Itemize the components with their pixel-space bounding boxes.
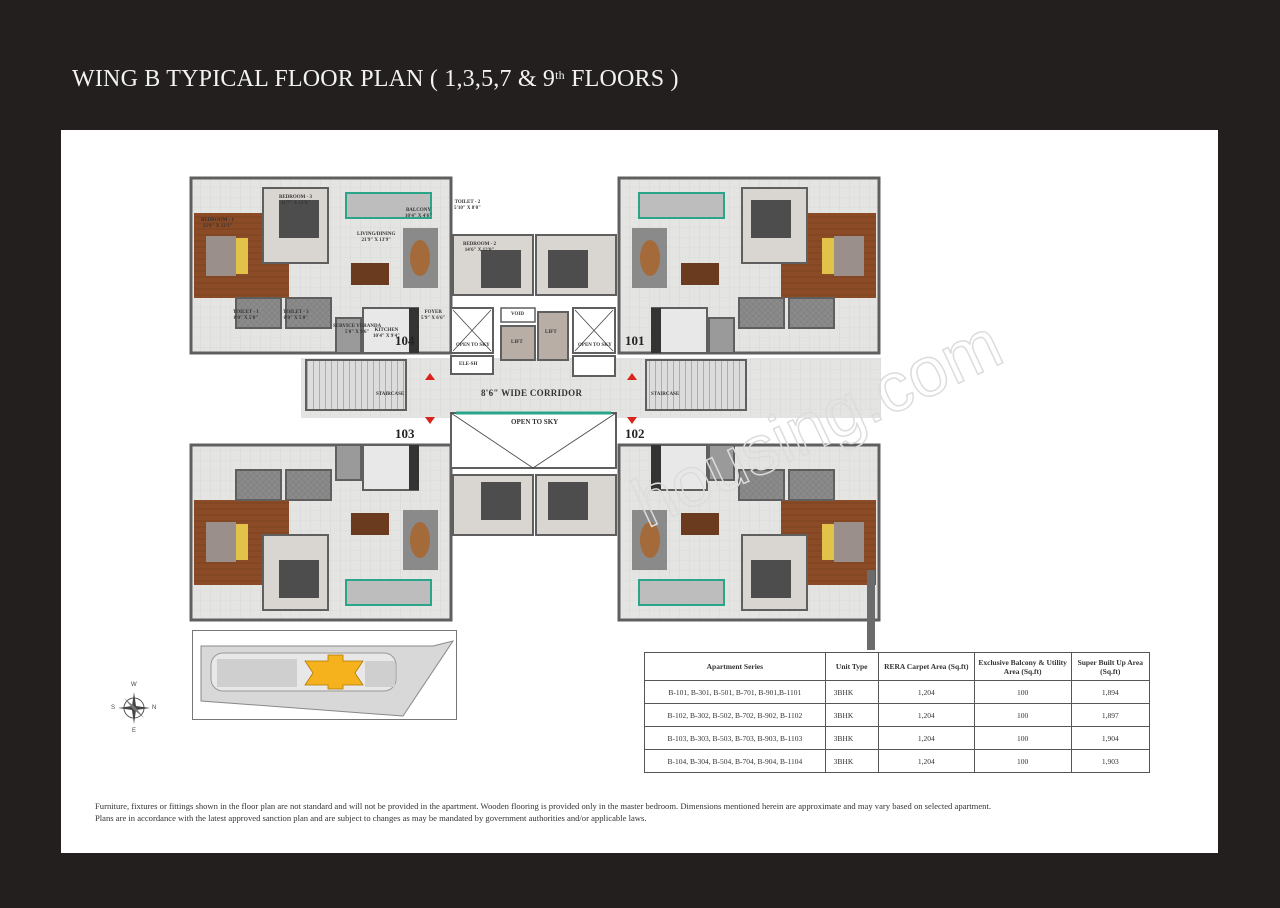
cell-sbua: 1,897 — [1070, 703, 1151, 727]
cell-type: 3BHK — [824, 749, 879, 773]
cell-carpet: 1,204 — [877, 680, 975, 704]
table-row: B-103, B-303, B-503, B-703, B-903, B-110… — [644, 726, 1151, 750]
compass-rose: W S N E — [109, 682, 159, 734]
title-text: WING B TYPICAL FLOOR PLAN ( 1,3,5,7 & 9 — [72, 66, 556, 92]
cell-sbua: 1,894 — [1070, 680, 1151, 704]
shaft-left-label: OPEN TO SKY — [456, 343, 490, 348]
table-row: B-104, B-304, B-504, B-704, B-904, B-110… — [644, 749, 1151, 773]
cell-series: B-103, B-303, B-503, B-703, B-903, B-110… — [644, 726, 826, 750]
compass-w: W — [131, 682, 137, 688]
key-plan-drawing — [200, 640, 455, 717]
disclaimer-line-2: Plans are in accordance with the latest … — [95, 813, 647, 823]
page-title: WING B TYPICAL FLOOR PLAN ( 1,3,5,7 & 9t… — [72, 66, 679, 93]
table-row: B-101, B-301, B-501, B-701, B-901,B-1101… — [644, 680, 1151, 704]
unit-number-103: 103 — [395, 426, 415, 441]
unit-number-104: 104 — [395, 333, 415, 348]
area-statement-table: Apartment Series Unit Type RERA Carpet A… — [644, 652, 1151, 773]
unit-number-101: 101 — [625, 333, 645, 348]
cell-type: 3BHK — [824, 726, 879, 750]
staircase-left-label: STAIRCASE — [376, 392, 405, 397]
compass-s: S — [111, 705, 116, 711]
staircase-right-label: STAIRCASE — [651, 392, 680, 397]
compass-n: N — [152, 705, 157, 711]
corridor-label: 8'6" WIDE CORRIDOR — [481, 388, 583, 398]
shaft-right-label: OPEN TO SKY — [578, 343, 612, 348]
cell-balcony: 100 — [973, 680, 1072, 704]
header-unit-type: Unit Type — [824, 652, 879, 681]
elec-shaft-label: ELE-SH — [459, 362, 478, 367]
cell-sbua: 1,903 — [1070, 749, 1151, 773]
title-suffix: FLOORS ) — [564, 66, 679, 92]
disclaimer-line-1: Furniture, fixtures or fittings shown in… — [95, 801, 992, 811]
open-to-sky-center-label: OPEN TO SKY — [511, 418, 559, 426]
title-superscript: th — [555, 68, 565, 82]
unit-number-102: 102 — [625, 426, 645, 441]
floor-plan-drawing: housing.com — [189, 176, 1014, 650]
cell-type: 3BHK — [824, 703, 879, 727]
cell-series: B-104, B-304, B-504, B-704, B-904, B-110… — [644, 749, 826, 773]
cell-balcony: 100 — [973, 749, 1072, 773]
lift-2-label: LIFT — [545, 330, 557, 335]
cell-carpet: 1,204 — [877, 726, 975, 750]
disclaimer: Furniture, fixtures or fittings shown in… — [95, 800, 1195, 824]
cell-type: 3BHK — [824, 680, 879, 704]
compass-icon — [118, 692, 150, 724]
table-row: B-102, B-302, B-502, B-702, B-902, B-110… — [644, 703, 1151, 727]
cell-carpet: 1,204 — [877, 703, 975, 727]
cell-series: B-101, B-301, B-501, B-701, B-901,B-1101 — [644, 680, 826, 704]
header-rera-carpet: RERA Carpet Area (Sq.ft) — [877, 652, 975, 681]
cell-balcony: 100 — [973, 703, 1072, 727]
cell-carpet: 1,204 — [877, 749, 975, 773]
compass-e: E — [132, 728, 137, 734]
cell-series: B-102, B-302, B-502, B-702, B-902, B-110… — [644, 703, 826, 727]
cell-sbua: 1,904 — [1070, 726, 1151, 750]
void-label: VOID — [511, 312, 524, 317]
cell-balcony: 100 — [973, 726, 1072, 750]
floor-plan-sheet: housing.com 104 101 103 102 8'6" WIDE CO… — [61, 130, 1218, 853]
header-super-built-up: Super Built Up Area (Sq.ft) — [1070, 652, 1151, 681]
header-apartment-series: Apartment Series — [644, 652, 826, 681]
table-header-row: Apartment Series Unit Type RERA Carpet A… — [644, 652, 1151, 681]
header-balcony-utility: Exclusive Balcony & Utility Area (Sq.ft) — [973, 652, 1072, 681]
lift-1-label: LIFT — [511, 340, 523, 345]
key-plan — [192, 630, 457, 720]
